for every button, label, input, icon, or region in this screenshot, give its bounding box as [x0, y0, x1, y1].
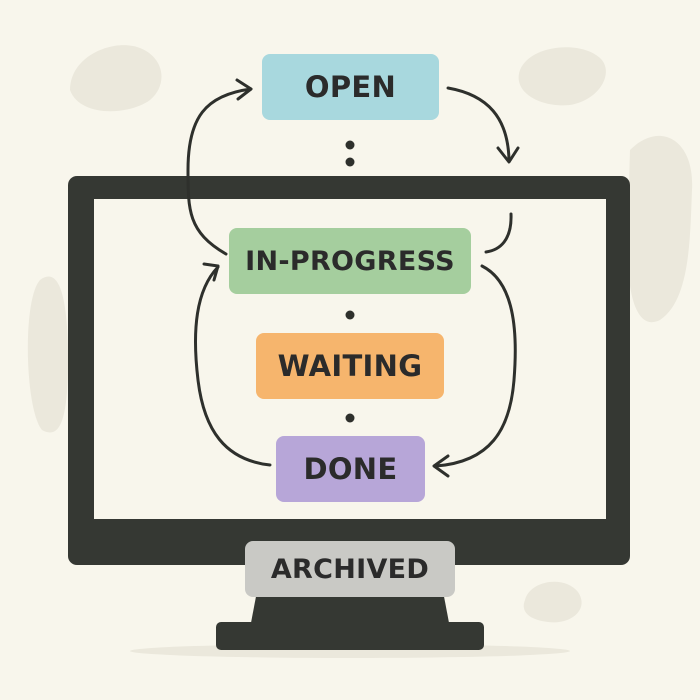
arrow-open-to-inprogress: [446, 86, 511, 162]
state-in-progress-label: IN-PROGRESS: [245, 245, 455, 277]
arrowhead-done-to-inprogress: [202, 262, 220, 282]
state-in-progress: IN-PROGRESS: [229, 228, 471, 294]
background-blob-left: [27, 276, 69, 433]
state-done-label: DONE: [303, 452, 398, 486]
arrowhead-inprogress-to-open: [235, 78, 253, 101]
arrowhead-open-to-inprogress: [496, 146, 520, 164]
state-archived-label: ARCHIVED: [270, 553, 430, 585]
arrow-open-to-inprogress-tail: [484, 212, 513, 254]
state-archived: ARCHIVED: [245, 541, 455, 597]
background-blob-top-left: [70, 45, 162, 112]
monitor-stand-base: [216, 622, 484, 650]
state-open-label: OPEN: [304, 70, 397, 104]
state-open: OPEN: [262, 54, 439, 120]
dot-open-1: [345, 140, 355, 150]
arrowhead-inprogress-to-done: [432, 454, 450, 478]
state-done: DONE: [276, 436, 425, 502]
background-blob-right: [627, 135, 693, 323]
arrow-inprogress-to-done: [434, 264, 517, 468]
background-blob-top-right: [518, 47, 606, 106]
dot-inprogress-waiting: [345, 310, 355, 320]
arrow-inprogress-to-open: [186, 87, 253, 256]
arrow-done-to-inprogress: [194, 265, 272, 467]
state-waiting: WAITING: [256, 333, 444, 399]
state-waiting-label: WAITING: [277, 349, 423, 383]
background-blob-bottom-right: [523, 581, 582, 623]
dot-open-2: [345, 157, 355, 167]
dot-waiting-done: [345, 413, 355, 423]
